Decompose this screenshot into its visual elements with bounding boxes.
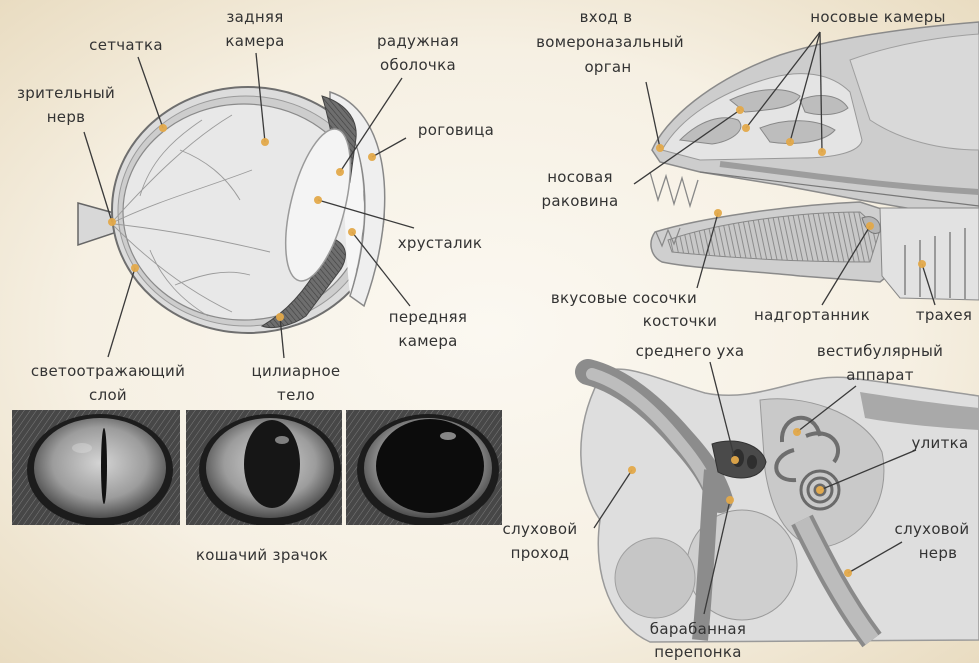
marker-tapetum: [131, 264, 139, 272]
label-tapetum-line1: светоотражающий: [31, 362, 185, 380]
marker-anterior-chamber: [348, 228, 356, 236]
label-cochlea: улитка: [911, 434, 968, 452]
label-ciliary-body-line1: цилиарное: [252, 362, 341, 380]
label-vestibular-line2: аппарат: [846, 366, 914, 384]
label-tapetum-line2: слой: [89, 386, 127, 404]
marker-iris: [336, 168, 344, 176]
marker-ciliary-body: [276, 313, 284, 321]
marker-auditory-nerve: [844, 569, 852, 577]
label-optic-nerve-line2: нерв: [47, 108, 86, 126]
leader-line-tapetum: [108, 268, 135, 357]
marker-trachea: [918, 260, 926, 268]
label-auditory-nerve-line1: слуховой: [895, 520, 970, 538]
marker-nasal-chamber-a: [742, 124, 750, 132]
label-iris-line2: оболочка: [380, 56, 456, 74]
label-vomeronasal-line3: орган: [584, 58, 631, 76]
label-cornea: роговица: [418, 121, 494, 139]
marker-ossicles: [731, 456, 739, 464]
label-posterior-chamber-line2: камера: [225, 32, 284, 50]
label-vestibular-line1: вестибулярный: [817, 342, 943, 360]
marker-posterior-chamber: [261, 138, 269, 146]
label-taste-papillae: вкусовые сосочки: [551, 289, 697, 307]
marker-eardrum: [726, 496, 734, 504]
label-ear-canal-line2: проход: [511, 544, 570, 562]
label-ossicles-line1: косточки: [643, 312, 717, 330]
label-ciliary-body-line2: тело: [277, 386, 315, 404]
label-epiglottis: надгортанник: [754, 306, 870, 324]
label-lens: хрусталик: [398, 234, 483, 252]
label-turbinate-line2: раковина: [542, 192, 619, 210]
label-retina: сетчатка: [89, 36, 163, 54]
tongue-shape: [668, 212, 880, 262]
label-vomeronasal-line1: вход в: [580, 8, 633, 26]
upper-teeth: [650, 172, 698, 206]
marker-vomeronasal: [656, 144, 664, 152]
label-optic-nerve-line1: зрительный: [17, 84, 115, 102]
label-ossicles-line2: среднего уха: [636, 342, 745, 360]
marker-nasal-chamber-b: [786, 138, 794, 146]
ear-diagram: косточки среднего уха вестибулярный аппа…: [503, 312, 979, 661]
label-nasal-chambers: носовые камеры: [810, 8, 945, 26]
label-iris-line1: радужная: [377, 32, 459, 50]
nasal-cavity-shape: [662, 74, 862, 160]
marker-retina: [159, 124, 167, 132]
marker-cochlea: [816, 486, 824, 494]
leader-line-vomeronasal: [646, 82, 660, 148]
pupil-photo-narrow: [12, 410, 180, 526]
marker-epiglottis: [866, 222, 874, 230]
marker-lens: [314, 196, 322, 204]
marker-taste-papillae: [714, 209, 722, 217]
label-eardrum-line2: перепонка: [654, 643, 742, 661]
label-auditory-nerve-line2: нерв: [919, 544, 958, 562]
label-vomeronasal-line2: вомероназальный: [536, 33, 684, 51]
nasal-diagram: вход в вомероназальный орган носовые кам…: [536, 8, 979, 324]
label-anterior-chamber-line2: камера: [398, 332, 457, 350]
marker-optic-nerve: [108, 218, 116, 226]
pupil-photos: кошачий зрачок: [12, 410, 502, 564]
leader-line-retina: [138, 57, 163, 128]
label-eardrum-line1: барабанная: [650, 620, 746, 638]
marker-ear-canal: [628, 466, 636, 474]
eye-diagram: задняя камера сетчатка радужная оболочка…: [17, 8, 494, 404]
label-ear-canal-line1: слуховой: [503, 520, 578, 538]
marker-cornea: [368, 153, 376, 161]
pupil-caption: кошачий зрачок: [196, 546, 328, 564]
label-posterior-chamber-line1: задняя: [226, 8, 283, 26]
marker-nasal-chamber-c: [818, 148, 826, 156]
label-turbinate-line1: носовая: [547, 168, 613, 186]
label-anterior-chamber-line1: передняя: [389, 308, 467, 326]
pupil-photo-wide: [346, 410, 502, 526]
jaw-joint-shape: [615, 538, 695, 618]
label-trachea: трахея: [916, 306, 972, 324]
marker-vestibular: [793, 428, 801, 436]
pupil-photo-medium: [186, 410, 342, 526]
marker-turbinate: [736, 106, 744, 114]
